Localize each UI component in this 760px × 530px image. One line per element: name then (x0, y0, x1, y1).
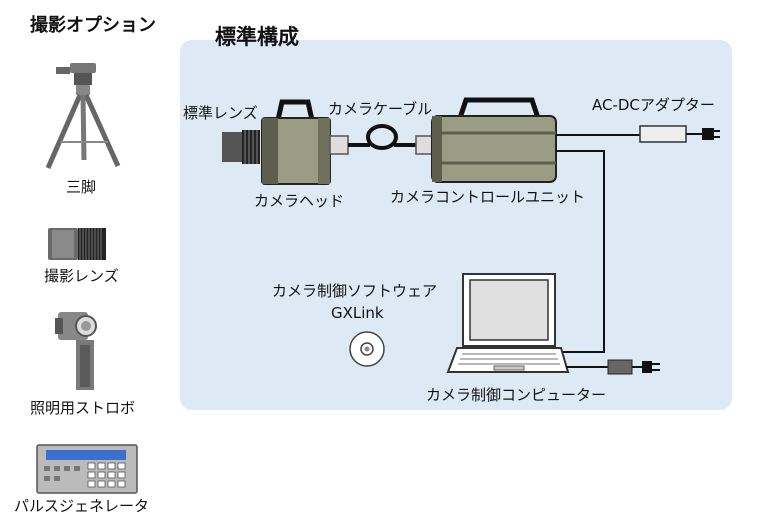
ccu-label: カメラコントロールユニット (390, 188, 586, 206)
pulse-generator-icon (36, 444, 138, 494)
software-label: カメラ制御ソフトウェア (272, 282, 438, 300)
computer-label: カメラ制御コンピューター (426, 386, 607, 404)
option-label-lens: 撮影レンズ (44, 267, 119, 285)
standard-lens-icon (222, 130, 260, 164)
ccu-icon (415, 97, 557, 183)
lens-icon (48, 228, 106, 260)
software-name: GXLink (331, 304, 384, 322)
option-label-tripod: 三脚 (66, 178, 97, 196)
standard-config-title: 標準構成 (215, 25, 299, 49)
strobe-icon (55, 312, 97, 390)
tripod-icon (45, 63, 121, 170)
standard-lens-label: 標準レンズ (183, 104, 258, 122)
laptop-power-icon (566, 359, 660, 375)
options-title: 撮影オプション (30, 15, 156, 36)
ac-dc-adapter-label: AC-DCアダプター (592, 96, 715, 114)
cd-icon (349, 331, 385, 367)
option-label-strobe: 照明用ストロボ (30, 399, 136, 417)
ac-dc-adapter-icon (639, 125, 720, 143)
camera-cable-label: カメラケーブル (328, 100, 433, 118)
option-label-pulse-generator: パルスジェネレータ (14, 497, 150, 515)
camera-cable-icon (348, 124, 416, 150)
laptop-icon (446, 273, 570, 373)
camera-head-icon (261, 99, 349, 185)
camera-head-label: カメラヘッド (254, 192, 345, 210)
